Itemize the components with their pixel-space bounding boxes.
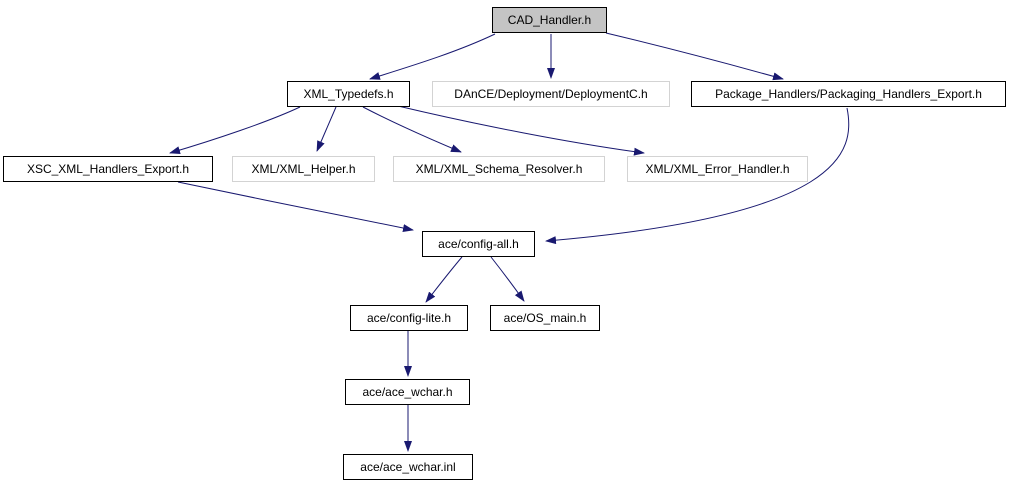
graph-node-xsc-xml-handlers-export[interactable]: XSC_XML_Handlers_Export.h bbox=[3, 156, 213, 182]
graph-node-ace-wchar-h[interactable]: ace/ace_wchar.h bbox=[345, 379, 470, 405]
edge-xmltypedefs-to-xscexport bbox=[169, 106, 301, 155]
edge-xmltypedefs-to-xmlhelper bbox=[316, 106, 337, 152]
graph-node-packaging-handlers-export[interactable]: Package_Handlers/Packaging_Handlers_Expo… bbox=[691, 81, 1006, 107]
edge-xmltypedefs-to-xmlschema bbox=[362, 106, 462, 153]
edge-configall-to-configlite bbox=[425, 256, 463, 303]
graph-node-config-lite[interactable]: ace/config-lite.h bbox=[350, 305, 468, 331]
graph-node-xml-typedefs[interactable]: XML_Typedefs.h bbox=[287, 81, 410, 107]
graph-node-os-main[interactable]: ace/OS_main.h bbox=[490, 305, 600, 331]
graph-node-xml-schema-resolver: XML/XML_Schema_Resolver.h bbox=[393, 156, 605, 182]
graph-node-xml-error-handler: XML/XML_Error_Handler.h bbox=[627, 156, 808, 182]
graph-node-xml-helper: XML/XML_Helper.h bbox=[232, 156, 375, 182]
edge-cad-to-pkgexport bbox=[605, 32, 784, 81]
graph-node-deploymentc: DAnCE/Deployment/DeploymentC.h bbox=[432, 81, 670, 107]
edge-xmltypedefs-to-xmlerror bbox=[397, 105, 645, 156]
edge-cad-to-xmltypedefs bbox=[369, 33, 496, 80]
edge-xscexport-to-configall bbox=[177, 181, 414, 232]
graph-node-ace-wchar-inl[interactable]: ace/ace_wchar.inl bbox=[343, 454, 473, 480]
graph-node-config-all[interactable]: ace/config-all.h bbox=[422, 231, 535, 257]
graph-node-cad-handler[interactable]: CAD_Handler.h bbox=[492, 7, 607, 33]
edge-configall-to-osmain bbox=[490, 256, 525, 302]
